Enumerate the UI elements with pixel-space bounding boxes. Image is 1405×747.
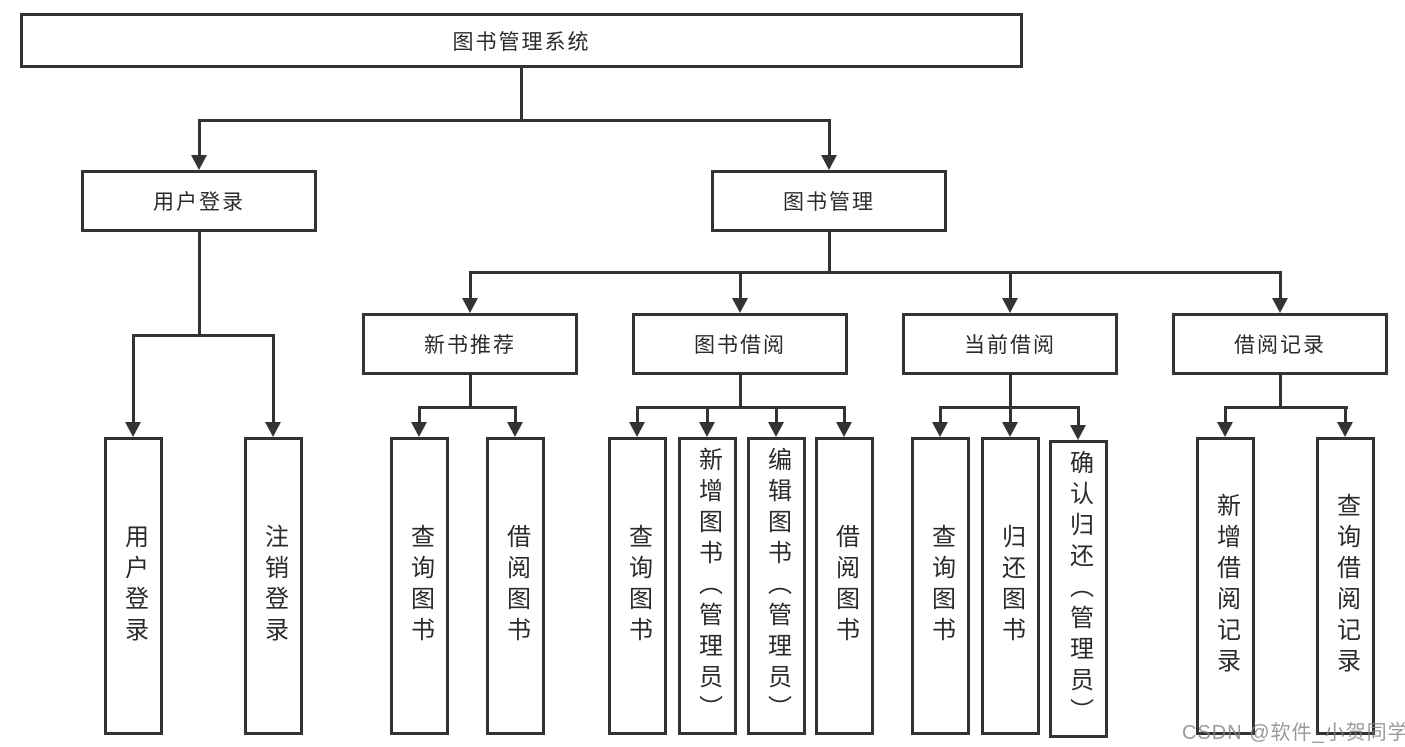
connector-arrow-down [836, 422, 852, 437]
connector-vline [827, 232, 831, 272]
connector-vline [271, 335, 275, 423]
connector-vline [705, 407, 709, 423]
node-label: 借阅图书 [831, 524, 859, 648]
csdn-watermark: CSDN @软件_小贺同学 [1182, 722, 1405, 744]
connector-hline [635, 405, 846, 409]
node-label: 查询图书 [927, 524, 955, 648]
node-book-borrowing: 图书借阅 [632, 313, 848, 375]
connector-vline [774, 407, 778, 423]
connector-vline [519, 68, 523, 120]
connector-vline [1343, 407, 1347, 423]
node-label: 编辑图书（管理员） [763, 446, 791, 726]
node-query-books: 查询图书 [911, 437, 970, 735]
connector-vline [468, 272, 472, 299]
connector-vline [513, 407, 517, 423]
connector-vline [1223, 407, 1227, 423]
connector-arrow-down [1337, 422, 1353, 437]
node-return-books: 归还图书 [981, 437, 1040, 735]
node-label: 借阅记录 [1234, 334, 1326, 357]
connector-vline [1008, 272, 1012, 299]
node-label: 查询借阅记录 [1332, 493, 1360, 679]
connector-vline [842, 407, 846, 423]
connector-arrow-down [732, 298, 748, 313]
connector-arrow-down [265, 422, 281, 437]
connector-arrow-down [1272, 298, 1288, 313]
connector-arrow-down [507, 422, 523, 437]
node-label: 用户登录 [153, 191, 245, 214]
connector-arrow-down [411, 422, 427, 437]
node-borrowing-records: 借阅记录 [1172, 313, 1388, 375]
connector-arrow-down [932, 422, 948, 437]
node-edit-books-admin: 编辑图书（管理员） [747, 437, 806, 735]
node-confirm-return-admin: 确认归还（管理员） [1049, 440, 1108, 738]
connector-vline [1076, 407, 1080, 426]
node-label: 图书管理 [783, 191, 875, 214]
node-label: 借阅图书 [502, 524, 530, 648]
connector-hline [131, 333, 275, 337]
connector-hline [417, 405, 517, 409]
connector-vline [738, 375, 742, 407]
connector-arrow-down [1002, 422, 1018, 437]
node-user-login-leaf: 用户登录 [104, 437, 163, 735]
connector-vline [635, 407, 639, 423]
connector-vline [827, 120, 831, 156]
connector-vline [131, 335, 135, 423]
connector-arrow-down [821, 155, 837, 170]
node-query-books: 查询图书 [390, 437, 449, 735]
connector-arrow-down [699, 422, 715, 437]
node-library-system-root: 图书管理系统 [20, 13, 1023, 68]
node-current-borrowing: 当前借阅 [902, 313, 1118, 375]
connector-vline [1008, 375, 1012, 407]
connector-arrow-down [1002, 298, 1018, 313]
node-label: 新增图书（管理员） [694, 446, 722, 726]
node-label: 确认归还（管理员） [1065, 449, 1093, 729]
node-add-books-admin: 新增图书（管理员） [678, 437, 737, 735]
connector-arrow-down [768, 422, 784, 437]
connector-vline [1278, 272, 1282, 299]
connector-arrow-down [1217, 422, 1233, 437]
node-new-book-recommendation: 新书推荐 [362, 313, 578, 375]
node-label: 新增借阅记录 [1212, 493, 1240, 679]
connector-arrow-down [1070, 425, 1086, 440]
connector-arrow-down [125, 422, 141, 437]
node-add-borrow-record: 新增借阅记录 [1196, 437, 1255, 735]
connector-vline [1008, 407, 1012, 423]
connector-arrow-down [629, 422, 645, 437]
connector-arrow-down [191, 155, 207, 170]
connector-vline [738, 272, 742, 299]
connector-hline [197, 118, 831, 122]
node-label: 注销登录 [260, 524, 288, 648]
node-label: 新书推荐 [424, 334, 516, 357]
node-label: 图书借阅 [694, 334, 786, 357]
connector-vline [197, 120, 201, 156]
connector-vline [417, 407, 421, 423]
node-label: 用户登录 [120, 524, 148, 648]
node-label: 当前借阅 [964, 334, 1056, 357]
node-label: 归还图书 [997, 524, 1025, 648]
node-book-management: 图书管理 [711, 170, 947, 232]
connector-vline [197, 232, 201, 335]
node-query-borrow-record: 查询借阅记录 [1316, 437, 1375, 735]
node-label: 图书管理系统 [452, 30, 591, 54]
connector-vline [938, 407, 942, 423]
connector-hline [468, 270, 1282, 274]
node-logout-leaf: 注销登录 [244, 437, 303, 735]
connector-vline [1278, 375, 1282, 407]
connector-vline [468, 375, 472, 407]
node-label: 查询图书 [624, 524, 652, 648]
node-label: 查询图书 [406, 524, 434, 648]
node-borrow-books: 借阅图书 [486, 437, 545, 735]
node-borrow-books: 借阅图书 [815, 437, 874, 735]
connector-hline [1223, 405, 1348, 409]
node-query-books: 查询图书 [608, 437, 667, 735]
connector-arrow-down [462, 298, 478, 313]
node-user-login: 用户登录 [81, 170, 317, 232]
